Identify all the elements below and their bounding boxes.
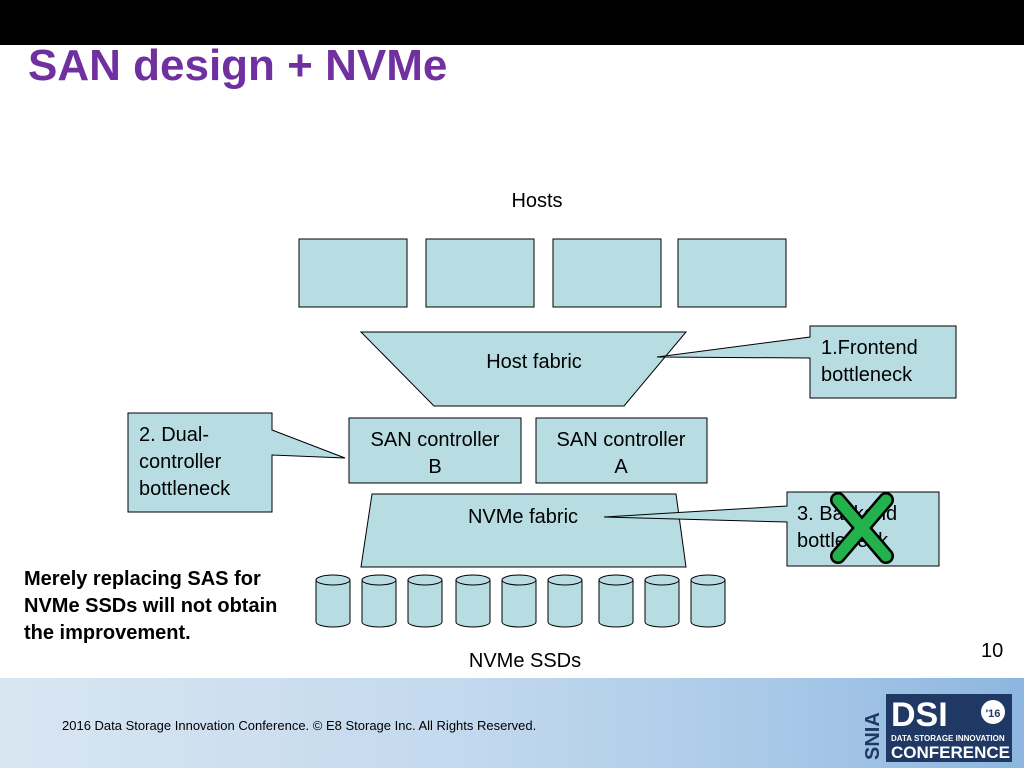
san-controller-a bbox=[535, 417, 708, 484]
callout-frontend-line1: 1.Frontend bbox=[821, 337, 918, 359]
ssds-label: NVMe SSDs bbox=[469, 650, 581, 672]
logo-snia-text: SNIA bbox=[862, 712, 884, 760]
ssd-cylinder-icon bbox=[598, 574, 634, 628]
nvme-fabric-label: NVMe fabric bbox=[468, 506, 578, 528]
page-number: 10 bbox=[981, 640, 1004, 662]
ssd-cylinder-icon bbox=[690, 574, 726, 628]
ssd-cylinder-icon bbox=[547, 574, 583, 628]
controller-a-line2: A bbox=[614, 456, 628, 478]
callout-frontend-line2: bottleneck bbox=[821, 364, 913, 386]
callout-dual-box bbox=[127, 412, 346, 513]
nvme-fabric-shape bbox=[360, 493, 687, 568]
ssd-cylinder-icon bbox=[361, 574, 397, 628]
ssd-cylinder-icon bbox=[407, 574, 443, 628]
host-box bbox=[552, 238, 662, 308]
logo-line1-text: DATA STORAGE INNOVATION bbox=[891, 734, 1005, 743]
ssd-cylinder-icon bbox=[455, 574, 491, 628]
logo-line2-text: CONFERENCE bbox=[891, 743, 1010, 762]
hosts-label: Hosts bbox=[511, 190, 562, 212]
callout-dual-line1: 2. Dual- bbox=[139, 424, 209, 446]
host-box bbox=[425, 238, 535, 308]
controller-b-line2: B bbox=[428, 456, 441, 478]
footer-copyright: 2016 Data Storage Innovation Conference.… bbox=[62, 718, 537, 733]
slide-note: Merely replacing SAS for NVMe SSDs will … bbox=[24, 568, 278, 644]
slide-title: SAN design + NVMe bbox=[28, 41, 448, 90]
san-controller-b bbox=[348, 417, 522, 484]
callout-frontend-box bbox=[656, 325, 957, 399]
host-fabric-label: Host fabric bbox=[486, 351, 582, 373]
callout-dual-line2: controller bbox=[139, 451, 222, 473]
top-bar bbox=[0, 0, 1024, 45]
footer-bar: 2016 Data Storage Innovation Conference.… bbox=[0, 678, 1024, 768]
ssd-cylinder-icon bbox=[644, 574, 680, 628]
logo-year-text: '16 bbox=[986, 708, 1001, 720]
lightbulb-icon bbox=[981, 700, 1005, 724]
callout-dual-line3: bottleneck bbox=[139, 478, 231, 500]
controller-a-line1: SAN controller bbox=[557, 429, 686, 451]
ssd-cylinder-icon bbox=[315, 574, 351, 628]
dsi-logo: SNIA DSI '16 DATA STORAGE INNOVATION CON… bbox=[862, 694, 1012, 762]
ssd-group bbox=[315, 574, 726, 628]
cross-mark-fill-icon bbox=[832, 494, 892, 562]
ssd-cylinder-icon bbox=[501, 574, 537, 628]
host-box bbox=[677, 238, 787, 308]
host-fabric-shape bbox=[359, 331, 688, 407]
logo-dsi-text: DSI bbox=[891, 696, 948, 734]
host-box bbox=[298, 238, 408, 308]
controller-b-line1: SAN controller bbox=[371, 429, 500, 451]
